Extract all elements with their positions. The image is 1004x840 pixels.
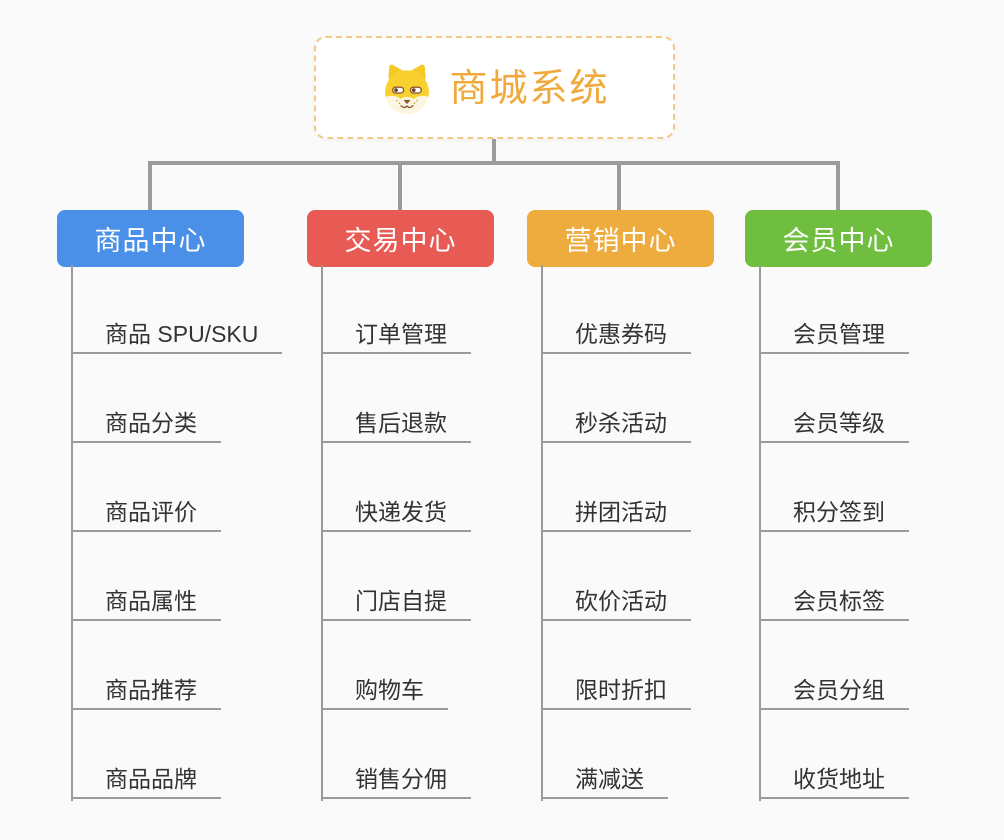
root-title: 商城系统: [449, 67, 610, 110]
leaf-label: 会员管理: [793, 320, 885, 347]
connector-bus: [148, 161, 839, 165]
leaf-label: 积分签到: [793, 498, 885, 525]
branch-box[interactable]: 会员中心: [745, 210, 932, 267]
leaf-node[interactable]: 订单管理: [321, 265, 471, 354]
leaf-label: 秒杀活动: [575, 409, 667, 436]
leaf-node[interactable]: 购物车: [321, 621, 448, 710]
branch-column: 会员中心 会员管理 会员等级 积分签到 会员标签 会员分组 收货地址: [745, 210, 932, 801]
leaf-node[interactable]: 门店自提: [321, 532, 471, 621]
leaf-node[interactable]: 优惠券码: [541, 265, 691, 354]
leaf-label: 满减送: [575, 765, 644, 792]
leaf-node[interactable]: 秒杀活动: [541, 354, 691, 443]
leaf-node[interactable]: 商品评价: [71, 443, 221, 532]
root-node[interactable]: 商城系统: [314, 36, 675, 139]
leaf-label: 商品 SPU/SKU: [105, 320, 259, 347]
leaf-node[interactable]: 会员分组: [759, 621, 909, 710]
leaf-label: 拼团活动: [575, 498, 667, 525]
connector-root-drop: [492, 139, 496, 163]
branch-box[interactable]: 交易中心: [307, 210, 494, 267]
leaf-label: 售后退款: [355, 409, 447, 436]
leaf-list: 订单管理 售后退款 快递发货 门店自提 购物车 销售分佣: [321, 265, 471, 799]
leaf-list: 会员管理 会员等级 积分签到 会员标签 会员分组 收货地址: [759, 265, 909, 799]
leaf-label: 销售分佣: [355, 765, 447, 792]
leaf-node[interactable]: 限时折扣: [541, 621, 691, 710]
leaf-node[interactable]: 快递发货: [321, 443, 471, 532]
leaf-node[interactable]: 拼团活动: [541, 443, 691, 532]
branch-trunk-line: [71, 265, 73, 801]
leaf-label: 商品分类: [105, 409, 197, 436]
leaf-label: 门店自提: [355, 587, 447, 614]
leaf-node[interactable]: 销售分佣: [321, 710, 471, 799]
leaf-node[interactable]: 会员管理: [759, 265, 909, 354]
leaf-node[interactable]: 收货地址: [759, 710, 909, 799]
leaf-label: 会员等级: [793, 409, 885, 436]
leaf-node[interactable]: 商品分类: [71, 354, 221, 443]
branch-box[interactable]: 营销中心: [527, 210, 714, 267]
branch-trunk-line: [321, 265, 323, 801]
leaf-node[interactable]: 商品推荐: [71, 621, 221, 710]
leaf-node[interactable]: 商品属性: [71, 532, 221, 621]
leaf-label: 限时折扣: [575, 676, 667, 703]
branch-trunk-line: [541, 265, 543, 801]
leaf-label: 砍价活动: [575, 587, 667, 614]
branch-label: 会员中心: [782, 226, 895, 256]
leaf-label: 商品评价: [105, 498, 197, 525]
branch-trunk-line: [759, 265, 761, 801]
branch-label: 商品中心: [94, 226, 207, 256]
leaf-node[interactable]: 商品品牌: [71, 710, 221, 799]
leaf-list: 商品 SPU/SKU 商品分类 商品评价 商品属性 商品推荐 商品品牌: [71, 265, 283, 799]
leaf-node[interactable]: 会员标签: [759, 532, 909, 621]
leaf-node[interactable]: 满减送: [541, 710, 668, 799]
branch-label: 交易中心: [344, 226, 457, 256]
leaf-node[interactable]: 售后退款: [321, 354, 471, 443]
leaf-label: 会员分组: [793, 676, 885, 703]
leaf-node[interactable]: 积分签到: [759, 443, 909, 532]
dog-face-icon: [385, 64, 430, 114]
leaf-label: 商品品牌: [105, 765, 197, 792]
leaf-label: 收货地址: [793, 765, 885, 792]
leaf-label: 会员标签: [793, 587, 885, 614]
branch-box[interactable]: 商品中心: [57, 210, 244, 267]
leaf-node[interactable]: 会员等级: [759, 354, 909, 443]
branch-column: 商品中心 商品 SPU/SKU 商品分类 商品评价 商品属性 商品推荐 商品品牌: [57, 210, 283, 801]
leaf-list: 优惠券码 秒杀活动 拼团活动 砍价活动 限时折扣 满减送: [541, 265, 691, 799]
leaf-label: 快递发货: [355, 498, 447, 525]
branch-label: 营销中心: [564, 226, 677, 256]
branch-column: 交易中心 订单管理 售后退款 快递发货 门店自提 购物车 销售分佣: [307, 210, 494, 801]
branch-column: 营销中心 优惠券码 秒杀活动 拼团活动 砍价活动 限时折扣 满减送: [527, 210, 714, 801]
connector-drop-2: [398, 161, 402, 210]
leaf-label: 商品推荐: [105, 676, 197, 703]
leaf-node[interactable]: 商品 SPU/SKU: [71, 265, 283, 354]
leaf-label: 商品属性: [105, 587, 197, 614]
leaf-label: 购物车: [355, 676, 424, 703]
leaf-label: 订单管理: [355, 320, 447, 347]
connector-drop-3: [617, 161, 621, 210]
connector-drop-1: [148, 161, 152, 210]
leaf-label: 优惠券码: [575, 320, 667, 347]
leaf-node[interactable]: 砍价活动: [541, 532, 691, 621]
connector-drop-4: [836, 161, 840, 210]
